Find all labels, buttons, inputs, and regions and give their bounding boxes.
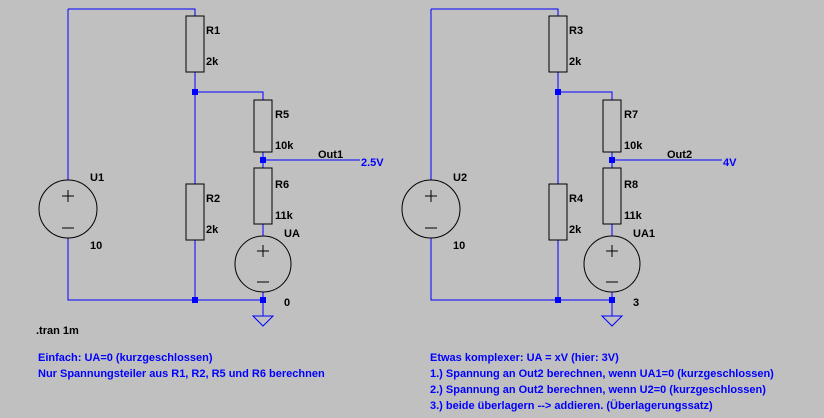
note-right-3: 2.) Spannung an Out2 berechnen, wenn U2=…	[430, 384, 766, 396]
voltage-source-ua[interactable]	[234, 235, 292, 293]
r2-name: R2	[206, 193, 220, 205]
note-left-1: Einfach: UA=0 (kurzgeschlossen)	[38, 352, 213, 364]
out2-label: Out2	[667, 149, 692, 161]
u1-name: U1	[90, 172, 104, 184]
u2-value: 10	[453, 240, 465, 252]
wire-right-node-r7	[558, 91, 613, 100]
junction-left-3	[192, 297, 198, 303]
resistor-r4[interactable]	[548, 183, 568, 241]
ua1-value: 3	[633, 297, 639, 309]
u2-name: U2	[453, 172, 467, 184]
ground-symbol-left	[251, 315, 275, 327]
junction-left-4	[260, 297, 266, 303]
r8-value: 11k	[624, 210, 643, 222]
r7-name: R7	[624, 109, 638, 121]
r1-name: R1	[206, 25, 220, 37]
wire-left-node-r5	[195, 91, 264, 100]
out1-value: 2.5V	[361, 157, 384, 169]
note-right-4: 3.) beide überlagern --> addieren. (Über…	[430, 400, 713, 412]
resistor-r2[interactable]	[185, 183, 205, 241]
r8-name: R8	[624, 179, 638, 191]
ground-symbol-right	[600, 315, 624, 327]
junction-right-1	[555, 89, 561, 95]
ua-value: 0	[284, 297, 290, 309]
junction-right-2	[609, 157, 615, 163]
r7-value: 10k	[624, 140, 643, 152]
resistor-r3[interactable]	[548, 15, 568, 73]
r2-value: 2k	[206, 224, 219, 236]
junction-right-4	[609, 297, 615, 303]
resistor-r5[interactable]	[253, 99, 273, 153]
note-right-1: Etwas komplexer: UA = xV (hier: 3V)	[430, 352, 619, 364]
r5-name: R5	[275, 109, 289, 121]
resistor-r8[interactable]	[602, 167, 622, 225]
resistor-r1[interactable]	[185, 15, 205, 73]
u1-value: 10	[90, 240, 102, 252]
r3-name: R3	[569, 25, 583, 37]
ua1-name: UA1	[633, 228, 655, 240]
junction-right-3	[555, 297, 561, 303]
note-right-2: 1.) Spannung an Out2 berechnen, wenn UA1…	[430, 368, 774, 380]
note-left-2: Nur Spannungsteiler aus R1, R2, R5 und R…	[38, 368, 325, 380]
wire-left-top	[68, 8, 196, 16]
r3-value: 2k	[569, 56, 582, 68]
junction-left-1	[192, 89, 198, 95]
r6-name: R6	[275, 179, 289, 191]
r6-value: 11k	[275, 210, 294, 222]
wire-right-top	[431, 8, 559, 16]
resistor-r7[interactable]	[602, 99, 622, 153]
r1-value: 2k	[206, 56, 219, 68]
r4-name: R4	[569, 193, 584, 205]
ua-name: UA	[284, 228, 300, 240]
junction-left-2	[260, 157, 266, 163]
left-circuit: R1 2k R2 2k R5 10k R6 11k U1 10 UA 0 Out…	[38, 8, 384, 327]
right-circuit: R3 2k R4 2k R7 10k R8 11k U2 10 UA1 3 Ou…	[401, 8, 737, 327]
out2-value: 4V	[723, 157, 737, 169]
wire-right-u2-bottom	[430, 238, 612, 301]
out1-label: Out1	[318, 149, 343, 161]
resistor-r6[interactable]	[253, 167, 273, 225]
voltage-source-u2[interactable]	[401, 179, 461, 239]
spice-directive[interactable]: .tran 1m	[36, 325, 79, 337]
voltage-source-ua1[interactable]	[583, 235, 641, 293]
voltage-source-u1[interactable]	[38, 179, 98, 239]
r5-value: 10k	[275, 140, 294, 152]
r4-value: 2k	[569, 224, 582, 236]
